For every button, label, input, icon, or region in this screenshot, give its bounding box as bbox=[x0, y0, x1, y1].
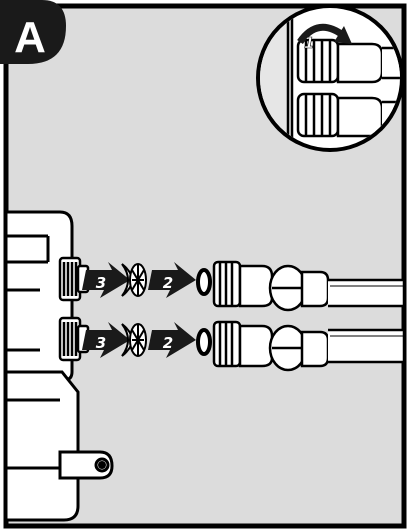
lower-washer bbox=[198, 330, 210, 354]
upper-washer bbox=[198, 270, 210, 294]
panel-badge: A bbox=[0, 0, 66, 64]
panel-badge-label: A bbox=[14, 13, 46, 62]
upper-arrow-3-label: 3 bbox=[96, 274, 106, 292]
lower-arrow-3-label: 3 bbox=[96, 334, 106, 352]
lower-arrow-2-label: 2 bbox=[163, 334, 173, 352]
upper-arrow-2-label: 2 bbox=[163, 274, 173, 292]
inset-step-label: 1 bbox=[304, 34, 314, 52]
